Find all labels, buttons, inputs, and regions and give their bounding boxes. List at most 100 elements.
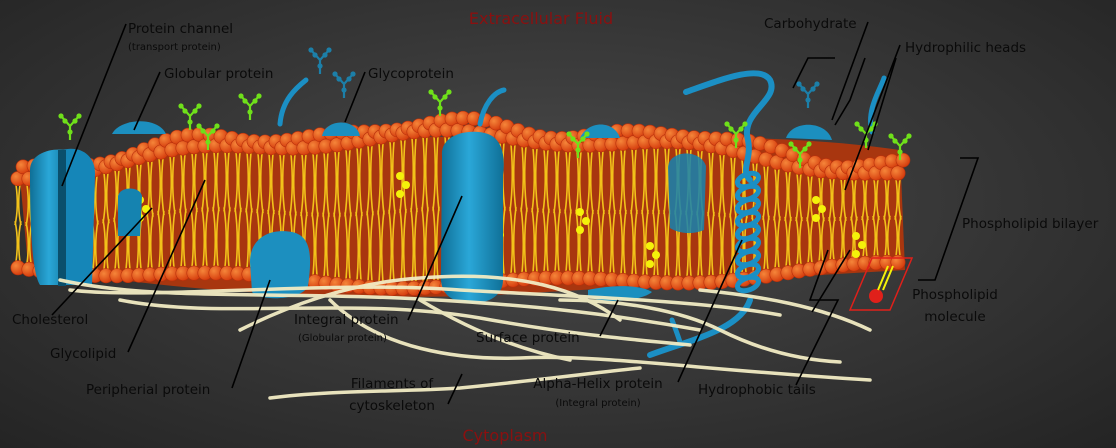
label-glycoprotein: Glycoprotein	[368, 66, 454, 82]
carb-bead	[214, 123, 219, 128]
carb-bead	[238, 93, 243, 98]
carb-bead	[800, 86, 805, 91]
label-integral-protein-sub: (Globular protein)	[298, 333, 387, 344]
carb-bead	[312, 52, 317, 57]
label-hydrophobic-tails: Hydrophobic tails	[698, 382, 816, 398]
carb-bead	[58, 113, 63, 118]
tail	[19, 185, 21, 226]
carb-bead	[62, 118, 67, 123]
carb-bead	[580, 136, 585, 141]
carb-bead	[256, 93, 261, 98]
cholesterol-ring	[652, 251, 660, 259]
carb-bead	[814, 81, 819, 86]
embedded-protein-left	[118, 189, 142, 237]
carbohydrate-tree	[796, 81, 819, 108]
carb-bead	[442, 94, 447, 99]
carb-bead	[810, 86, 815, 91]
carb-bead	[575, 147, 580, 152]
embedded-protein-right	[668, 153, 706, 233]
label-surface-protein: Surface protein	[476, 330, 580, 346]
cholesterol-ring	[818, 205, 826, 213]
carb-bead	[196, 103, 201, 108]
cholesterol-ring	[812, 196, 820, 204]
extracellular-fluid-label: Extracellular Fluid	[469, 9, 613, 28]
carb-bead	[728, 126, 733, 131]
carb-bead	[247, 109, 252, 114]
carb-bead	[332, 71, 337, 76]
carb-bead	[566, 131, 571, 136]
carb-bead	[428, 89, 433, 94]
cholesterol-ring	[852, 232, 860, 240]
label-carbohydrate: Carbohydrate	[764, 16, 857, 32]
label-filaments-1: Filaments of	[351, 376, 434, 392]
protein-channel	[30, 149, 95, 286]
carb-bead	[892, 138, 897, 143]
label-globular-protein: Globular protein	[164, 66, 273, 82]
globular-protein-right-2	[786, 125, 832, 140]
carb-bead	[210, 128, 215, 133]
label-cholesterol: Cholesterol	[12, 312, 88, 328]
carb-bead	[570, 136, 575, 141]
globular-protein	[112, 121, 166, 134]
cholesterol-ring	[576, 208, 584, 216]
cholesterol-ring	[396, 172, 404, 180]
carb-bead	[196, 123, 201, 128]
carb-bead	[317, 63, 322, 68]
carb-bead	[888, 133, 893, 138]
carb-bead	[788, 141, 793, 146]
cholesterol-ring	[852, 250, 860, 258]
carb-bead	[584, 131, 589, 136]
carbohydrate-tree	[58, 113, 81, 140]
label-glycolipid: Glycolipid	[50, 346, 116, 362]
carb-bead	[308, 47, 313, 52]
carb-bead	[182, 108, 187, 113]
label-protein-channel-sub: (transport protein)	[128, 42, 221, 53]
label-filaments-2: cytoskeleton	[349, 398, 435, 414]
cholesterol-ring	[646, 242, 654, 250]
cholesterol-ring	[396, 190, 404, 198]
carb-bead	[67, 129, 72, 134]
carb-bead	[902, 138, 907, 143]
cholesterol-ring	[582, 217, 590, 225]
carbohydrate-tree	[332, 71, 355, 98]
carb-bead	[322, 52, 327, 57]
glycoprotein-stalk-1	[280, 80, 306, 124]
carb-bead	[796, 81, 801, 86]
carb-bead	[346, 76, 351, 81]
tail	[19, 221, 21, 262]
carbohydrate-tree	[308, 47, 331, 74]
carb-bead	[906, 133, 911, 138]
label-phospholipid-bilayer: Phospholipid bilayer	[962, 216, 1099, 232]
label-integral-protein: Integral protein	[294, 312, 399, 328]
carb-bead	[805, 97, 810, 102]
carb-bead	[200, 128, 205, 133]
label-peripheral-protein: Peripherial protein	[86, 382, 210, 398]
phospholipid-head	[896, 153, 910, 167]
label-alpha-helix-sub: (Integral protein)	[555, 398, 640, 409]
carb-bead	[802, 146, 807, 151]
glycoprotein-body	[322, 123, 360, 137]
carb-bead	[724, 121, 729, 126]
carb-bead	[76, 113, 81, 118]
carb-bead	[738, 126, 743, 131]
cholesterol-ring	[402, 181, 410, 189]
cholesterol-ring	[576, 226, 584, 234]
carb-bead	[252, 98, 257, 103]
carb-bead	[192, 108, 197, 113]
carb-bead	[437, 105, 442, 110]
label-hydrophilic-heads: Hydrophilic heads	[905, 40, 1026, 56]
carbohydrate-tree	[238, 93, 261, 120]
carb-bead	[326, 47, 331, 52]
tail	[15, 185, 17, 226]
carb-bead	[446, 89, 451, 94]
cholesterol-ring	[858, 241, 866, 249]
carb-bead	[806, 141, 811, 146]
cholesterol-ring	[812, 214, 820, 222]
carb-bead	[858, 126, 863, 131]
label-phospholipid-molecule-2: molecule	[924, 309, 986, 325]
carb-bead	[187, 119, 192, 124]
tail	[15, 221, 17, 262]
carb-bead	[336, 76, 341, 81]
carb-bead	[897, 149, 902, 154]
